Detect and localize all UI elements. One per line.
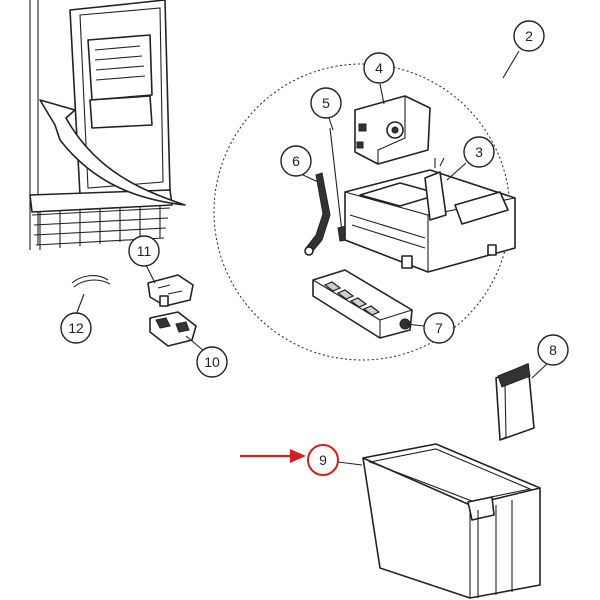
part-3-ice-maker-housing: [344, 157, 516, 273]
callout-label: 9: [319, 452, 327, 468]
callout-11: 11: [128, 235, 160, 267]
callout-label: 10: [204, 354, 220, 370]
callout-label: 7: [435, 320, 443, 336]
callout-12: 12: [60, 312, 92, 344]
callout-label: 4: [375, 60, 383, 76]
part-4-control-module: [354, 95, 431, 165]
part-11-bracket: [147, 274, 194, 307]
refrigerator-cabinet: [29, 0, 173, 250]
callout-10: 10: [196, 346, 228, 378]
callout-9: 9: [307, 444, 339, 476]
callout-3: 3: [463, 136, 495, 168]
part-8-bin-cover: [495, 363, 535, 441]
callout-label: 11: [137, 243, 152, 259]
callout-2: 2: [513, 20, 545, 52]
callout-4: 4: [363, 52, 395, 84]
highlight-arrow: [240, 449, 306, 463]
callout-5: 5: [310, 87, 342, 119]
part-9-ice-bin: [362, 443, 541, 599]
part-7-ice-tray: [312, 269, 413, 339]
callout-label: 2: [525, 28, 533, 44]
callout-label: 3: [475, 144, 483, 160]
part-12-wire: [71, 275, 111, 288]
callout-7: 7: [423, 312, 455, 344]
leader-lines: [75, 50, 549, 466]
callout-label: 5: [322, 95, 330, 111]
callout-8: 8: [537, 334, 569, 366]
callout-label: 12: [68, 320, 84, 336]
callout-label: 8: [549, 342, 557, 358]
curved-arrow: [39, 99, 186, 206]
part-10-clip: [149, 311, 197, 347]
part-6-shutoff-arm: [304, 172, 331, 256]
callout-6: 6: [280, 145, 312, 177]
callout-label: 6: [292, 153, 300, 169]
